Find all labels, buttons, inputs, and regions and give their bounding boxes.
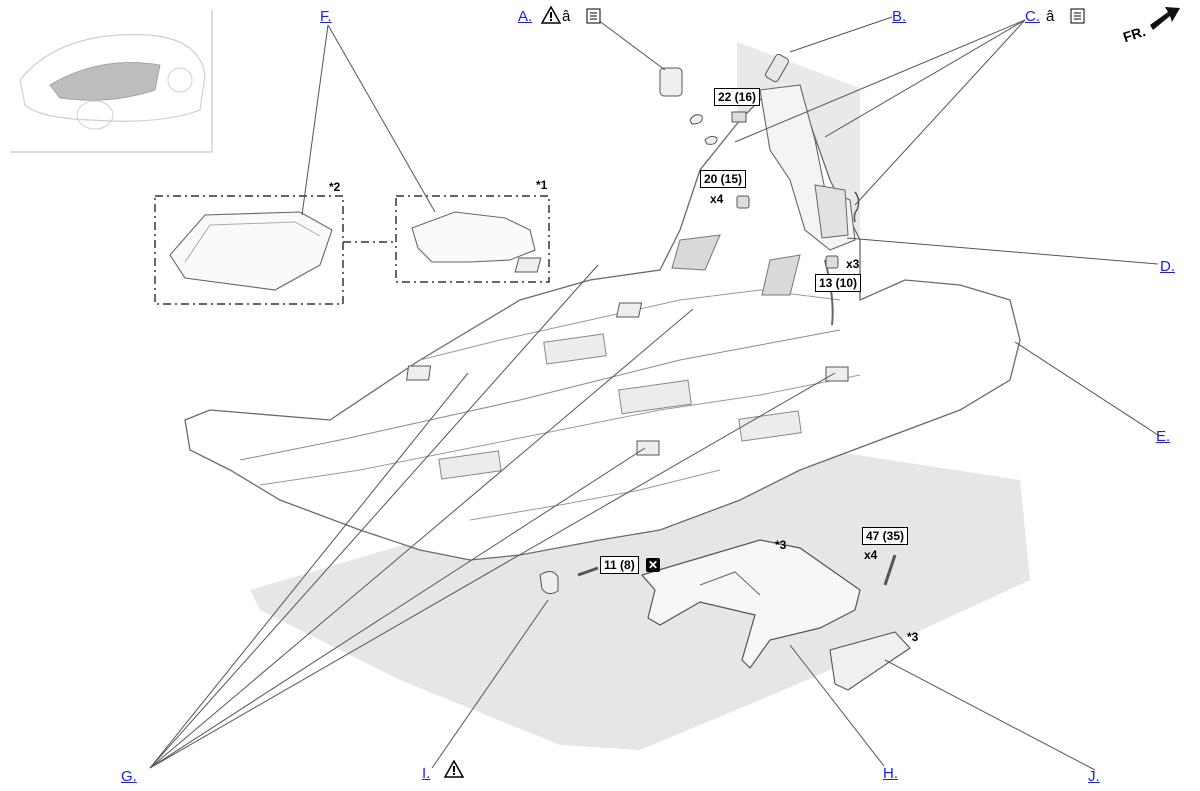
- callout-i[interactable]: I.: [422, 765, 431, 782]
- quantity-47: x4: [864, 548, 878, 562]
- torque-spec-13: 13 (10): [815, 274, 862, 292]
- callout-f[interactable]: F.: [320, 8, 332, 25]
- floor-mat-pad: [169, 211, 333, 291]
- callout-j[interactable]: J.: [1088, 768, 1100, 785]
- floor-panel-shadow: [250, 440, 1030, 750]
- clip-g2: [616, 302, 643, 318]
- torque-spec-47: 47 (35): [862, 527, 909, 545]
- callout-a[interactable]: A.: [518, 8, 533, 25]
- callout-c[interactable]: C.: [1025, 8, 1040, 25]
- spring-part-b: [765, 53, 789, 83]
- callout-c-suffix: â: [1046, 8, 1055, 25]
- quantity-20: x4: [710, 192, 724, 206]
- callout-a-suffix: â: [562, 8, 571, 25]
- switch-part-a: [659, 67, 683, 97]
- clip-g3: [406, 365, 432, 381]
- sensor-i: [539, 571, 559, 595]
- callout-g[interactable]: G.: [121, 768, 137, 785]
- quantity-13: x3: [846, 257, 860, 271]
- note-3-cover: *3: [907, 630, 919, 644]
- inset-box-2: [154, 195, 344, 305]
- vehicle-locator-inset: [10, 10, 213, 153]
- callout-d[interactable]: D.: [1160, 258, 1175, 275]
- clip-g1: [514, 257, 542, 273]
- connector-icon: [1070, 8, 1086, 29]
- clip-g4: [825, 366, 849, 382]
- callout-e[interactable]: E.: [1156, 428, 1171, 445]
- warning-triangle-icon: [443, 759, 465, 783]
- torque-spec-11: 11 (8): [600, 556, 639, 574]
- torque-spec-22: 22 (16): [714, 88, 761, 106]
- replace-part-icon: ✕: [646, 558, 660, 572]
- warning-triangle-icon: [540, 5, 562, 29]
- note-2: *2: [329, 180, 341, 194]
- callout-h[interactable]: H.: [883, 765, 898, 782]
- front-direction-arrow-icon: [1150, 7, 1180, 30]
- note-3-frame: *3: [775, 538, 787, 552]
- callout-b[interactable]: B.: [892, 8, 907, 25]
- connector-icon: [586, 8, 602, 29]
- seat-cover-j: [829, 631, 911, 691]
- clip-g5: [636, 440, 660, 456]
- torque-spec-20: 20 (15): [700, 170, 747, 188]
- leader-lines: [149, 16, 1159, 771]
- note-1: *1: [536, 178, 548, 192]
- floor-mat-sheet: [411, 211, 536, 263]
- seat-frame: [640, 539, 861, 669]
- inset-box-1: [395, 195, 550, 283]
